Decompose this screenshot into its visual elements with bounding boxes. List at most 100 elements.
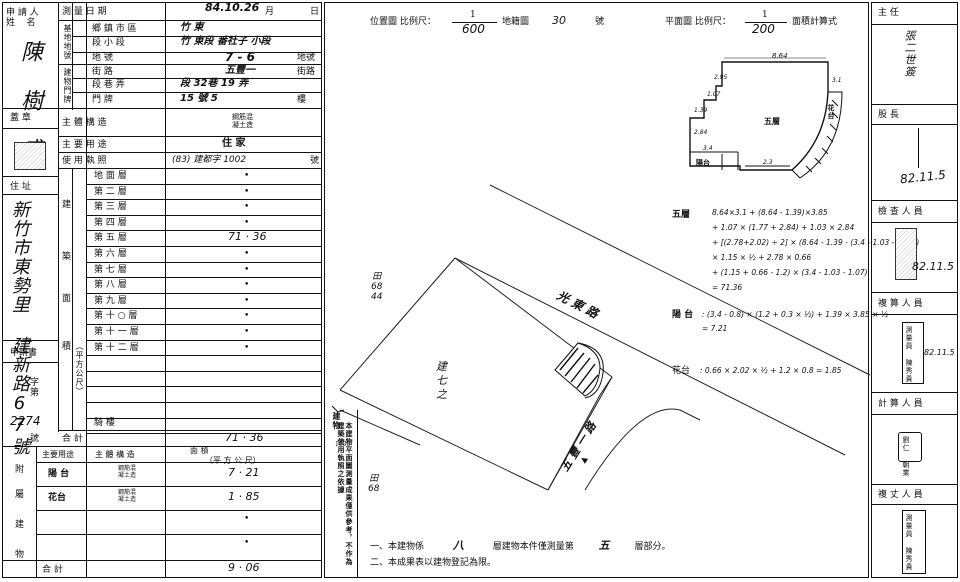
- calc-stamp: [898, 432, 922, 462]
- plan-room-label: 五層: [764, 116, 780, 126]
- survey-date-month: 月: [265, 7, 275, 17]
- calc-f5-line: = 71.36: [712, 283, 743, 292]
- attached-area: 1 · 85: [228, 490, 260, 503]
- location-row-label: 段 巷 弄: [92, 80, 125, 90]
- attached-area: 7 · 21: [228, 466, 260, 479]
- floor-line: [86, 308, 322, 310]
- inspect-date: 82.11.5: [912, 260, 954, 273]
- calc-balcony-line: = 7.21: [702, 324, 728, 333]
- seal-stamp: [14, 142, 46, 170]
- blank-line: [86, 417, 322, 419]
- base-label: 基地地號: [63, 24, 72, 60]
- seal-label: 蓋 章: [10, 113, 31, 123]
- floor-label: 第 八 層: [94, 280, 127, 291]
- location-row-label: 鄉 鎮 市 區: [92, 24, 137, 34]
- location-row-value: 五豐一: [225, 65, 255, 76]
- floor-dot: •: [244, 264, 250, 275]
- sheet-label: 地籍圖: [502, 17, 530, 27]
- location-row-value: 竹 東段 番社子 小段: [180, 36, 271, 47]
- floor-line: [86, 214, 322, 216]
- floor-dot: •: [244, 186, 250, 197]
- calc-f5-line: + 1.07 × (1.77 + 2.84) + 1.03 × 2.84: [712, 223, 855, 232]
- floor-line: [86, 277, 322, 279]
- footnote-1-mid: 層建物本件僅測量第: [492, 542, 574, 552]
- footnote-1-pre: 一、本建物係: [370, 542, 425, 552]
- chief-signature: 張二世簽: [903, 30, 916, 78]
- floor-line: [86, 292, 322, 294]
- attached-side-char: 附: [15, 465, 25, 475]
- dim-right: 3.1: [832, 77, 842, 84]
- location-label: 位置圖 比例尺：: [370, 17, 436, 27]
- dim-top: 8.64: [772, 52, 788, 60]
- permit-label: 使 用 執 照: [62, 156, 107, 166]
- location-row-value: 7 - 6: [225, 50, 256, 64]
- floor-label: 第 九 層: [94, 295, 127, 306]
- floor-label: 第 六 層: [94, 249, 127, 259]
- location-row-value: 15 號 5: [180, 93, 218, 104]
- floor-dot: •: [244, 280, 250, 291]
- plot-stamp: [902, 510, 926, 574]
- blank-line: [86, 433, 322, 435]
- location-row-label: 地 號: [92, 53, 113, 63]
- application-number: 2274: [10, 414, 41, 428]
- footnote-2: 二、本成果表以建物登記為限。: [370, 558, 497, 568]
- plan-planter-label: 花台: [827, 104, 836, 120]
- applicant-name: 陳 樹 盛: [17, 40, 42, 161]
- arcade-label: 騎 樓: [94, 418, 115, 428]
- location-row-suffix: 樓: [297, 95, 307, 105]
- dim-left-4: 2.84: [694, 129, 708, 136]
- floor-label: 第 二 層: [94, 186, 127, 197]
- attached-side-char: 建: [15, 520, 25, 530]
- lot-lower-label: 田 68: [368, 474, 380, 494]
- inspect-label: 檢 查 人 員: [878, 207, 923, 217]
- floor-dot: •: [244, 202, 250, 213]
- use-label: 主 要 用 途: [62, 140, 107, 150]
- floor-dot: •: [244, 217, 250, 228]
- total-label: 合 計: [62, 434, 83, 444]
- calc-planter-label: 花台: [672, 366, 691, 376]
- area-side-char: 積: [62, 342, 72, 352]
- review-date: 82.11.5: [924, 348, 955, 357]
- structure-value: 鋼筋混 凝土造: [232, 113, 253, 129]
- sheet-suffix: 號: [595, 17, 605, 27]
- review-stamp-text: 測量員 陳秀貴: [905, 326, 913, 383]
- survey-date-label: 測 量 日 期: [62, 7, 107, 17]
- area-side-char: 建: [62, 200, 72, 210]
- floor-label: 第 十 ○ 層: [94, 311, 138, 322]
- calc-f5-line: 8.64×3.1 + (8.64 - 1.39)×3.85: [712, 208, 828, 217]
- attached-use-label: 主要用途: [42, 450, 74, 459]
- location-row-value: 段 32巷 19 弄: [180, 78, 249, 89]
- side-scale: 1000: [335, 441, 351, 448]
- section-label: 股 長: [878, 110, 899, 120]
- right-border: [871, 2, 958, 578]
- floor-label: 第 十 二 層: [94, 342, 139, 353]
- location-row-suffix: 地號: [297, 53, 316, 63]
- floor-dot: •: [244, 311, 250, 322]
- side-label: 建物: [332, 412, 342, 430]
- plot-stamp-text: 測量員 陳秀貴: [905, 514, 913, 571]
- attached-side-char: 物: [15, 550, 25, 560]
- attached-unit: （平 方 公 尺）: [205, 456, 261, 465]
- floor-value: 71 · 36: [228, 230, 267, 244]
- attached-use: 花台: [48, 493, 67, 503]
- calc-balcony-label: 陽 台: [672, 310, 694, 320]
- calc-f5-line: + (1.15 + 0.66 - 1.2) × (3.4 - 1.03 - 1.…: [712, 268, 868, 277]
- floor-dot: •: [244, 171, 250, 181]
- side-note: 本建物平面圖測量成果僅供參考，不作為建築使用執照之依據: [337, 422, 354, 566]
- attached-struct: 鋼筋混 凝土造: [118, 489, 137, 503]
- number-suffix: 號: [30, 434, 40, 444]
- location-row-suffix: 街路: [297, 67, 316, 77]
- floor-line: [86, 199, 322, 201]
- floor-line: [86, 246, 322, 247]
- attached-dot: •: [244, 514, 250, 524]
- calc-f5-line: × 1.15 × ½ + 2.78 × 0.66: [712, 253, 812, 262]
- attached-struct: 鋼筋混 凝土造: [118, 465, 137, 479]
- location-row-value: 竹 東: [180, 22, 204, 33]
- calc-stamp-text: 劉仁 朝業: [902, 436, 910, 477]
- plan-scale-den: 200: [752, 22, 775, 36]
- plan-label: 平面圖 比例尺：: [665, 17, 731, 27]
- plan-balcony-label: 陽台: [696, 158, 710, 167]
- use-value: 住 家: [222, 138, 246, 149]
- footnote-1-floors: 八: [452, 539, 464, 552]
- plot-label: 複 丈 人 員: [878, 490, 923, 500]
